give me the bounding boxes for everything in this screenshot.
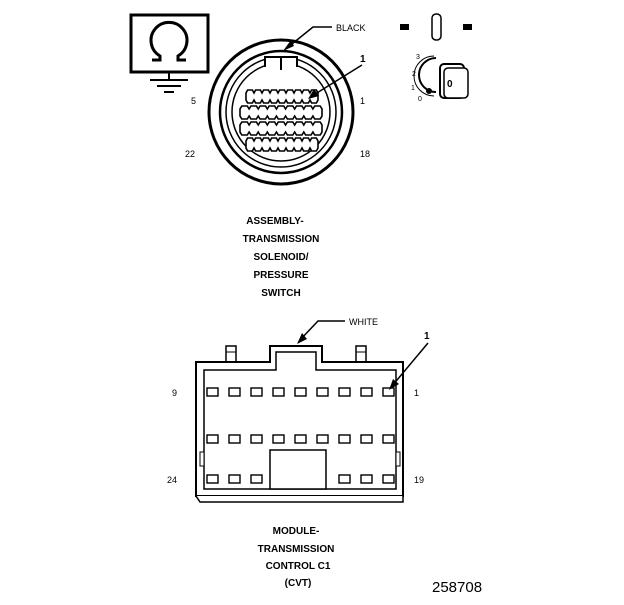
pin-cavity — [250, 474, 263, 484]
pin-row — [239, 121, 323, 136]
svg-text:CONTROL C1: CONTROL C1 — [266, 561, 331, 572]
pin-label-1-bottom: 1 — [414, 388, 419, 398]
pin-cavity — [206, 474, 219, 484]
callout-1-top: 1 — [308, 54, 366, 99]
white-label-group: WHITE — [297, 317, 378, 344]
black-label-group: BLACK — [283, 23, 366, 51]
figure-number: 258708 — [432, 579, 482, 596]
pin-cavity — [316, 434, 329, 444]
pin-label-19: 19 — [414, 475, 424, 485]
pin-cavity — [294, 387, 307, 397]
pin-label-22: 22 — [185, 149, 195, 159]
pin-row — [245, 89, 319, 104]
svg-text:ASSEMBLY-: ASSEMBLY- — [246, 216, 303, 227]
pin-row — [245, 137, 319, 152]
callout-number: 1 — [360, 54, 366, 65]
pin-cavity — [338, 474, 351, 484]
tcm-pin-grid — [206, 387, 395, 484]
pin-cavity — [316, 387, 329, 397]
key-indicator-icon: 0 3 2 1 0 — [400, 13, 472, 103]
color-label-black: BLACK — [336, 23, 366, 33]
pin-cavity — [272, 387, 285, 397]
pin-cavity — [250, 387, 263, 397]
pin-row — [239, 105, 323, 120]
key-position-0: 0 — [418, 96, 422, 103]
color-label-white: WHITE — [349, 317, 378, 327]
tcm-title: MODULE- TRANSMISSION CONTROL C1 (CVT) — [258, 526, 335, 589]
pin-cavity — [382, 434, 395, 444]
svg-text:(CVT): (CVT) — [285, 578, 312, 589]
pin-cavity — [360, 474, 373, 484]
pin-cavity — [228, 434, 241, 444]
pin-cavity — [272, 434, 285, 444]
solenoid-pin-rows — [239, 89, 323, 152]
key-position-2: 2 — [412, 71, 416, 78]
solenoid-connector — [207, 38, 355, 186]
pin-cavity — [360, 387, 373, 397]
pin-cavity — [294, 434, 307, 444]
pin-cavity — [382, 387, 395, 397]
svg-text:SWITCH: SWITCH — [261, 288, 300, 299]
svg-text:TRANSMISSION: TRANSMISSION — [243, 234, 320, 245]
pin-label-18: 18 — [360, 149, 370, 159]
pin-label-24: 24 — [167, 475, 177, 485]
pin-cavity — [338, 387, 351, 397]
pin-label-5: 5 — [191, 96, 196, 106]
key-cylinder-label: 0 — [447, 79, 453, 90]
pin-cavity — [206, 387, 219, 397]
svg-text:TRANSMISSION: TRANSMISSION — [258, 544, 335, 555]
solenoid-title: ASSEMBLY- TRANSMISSION SOLENOID/ PRESSUR… — [243, 216, 320, 299]
svg-text:MODULE-: MODULE- — [273, 526, 320, 537]
pin-cavity — [338, 434, 351, 444]
tcm-connector — [195, 345, 404, 503]
pin-cavity — [206, 434, 219, 444]
ground-symbol-icon — [129, 13, 210, 93]
pin-cavity — [382, 474, 395, 484]
svg-text:SOLENOID/: SOLENOID/ — [253, 252, 308, 263]
pin-label-9: 9 — [172, 388, 177, 398]
pin-label-1: 1 — [360, 96, 365, 106]
callout-number: 1 — [424, 331, 430, 342]
key-position-1: 1 — [411, 85, 415, 92]
pin-cavity — [250, 434, 263, 444]
svg-text:PRESSURE: PRESSURE — [253, 270, 308, 281]
key-position-3: 3 — [416, 54, 420, 61]
pin-cavity — [228, 474, 241, 484]
callout-1-bottom: 1 — [389, 331, 430, 390]
pin-cavity — [228, 387, 241, 397]
pin-cavity — [360, 434, 373, 444]
